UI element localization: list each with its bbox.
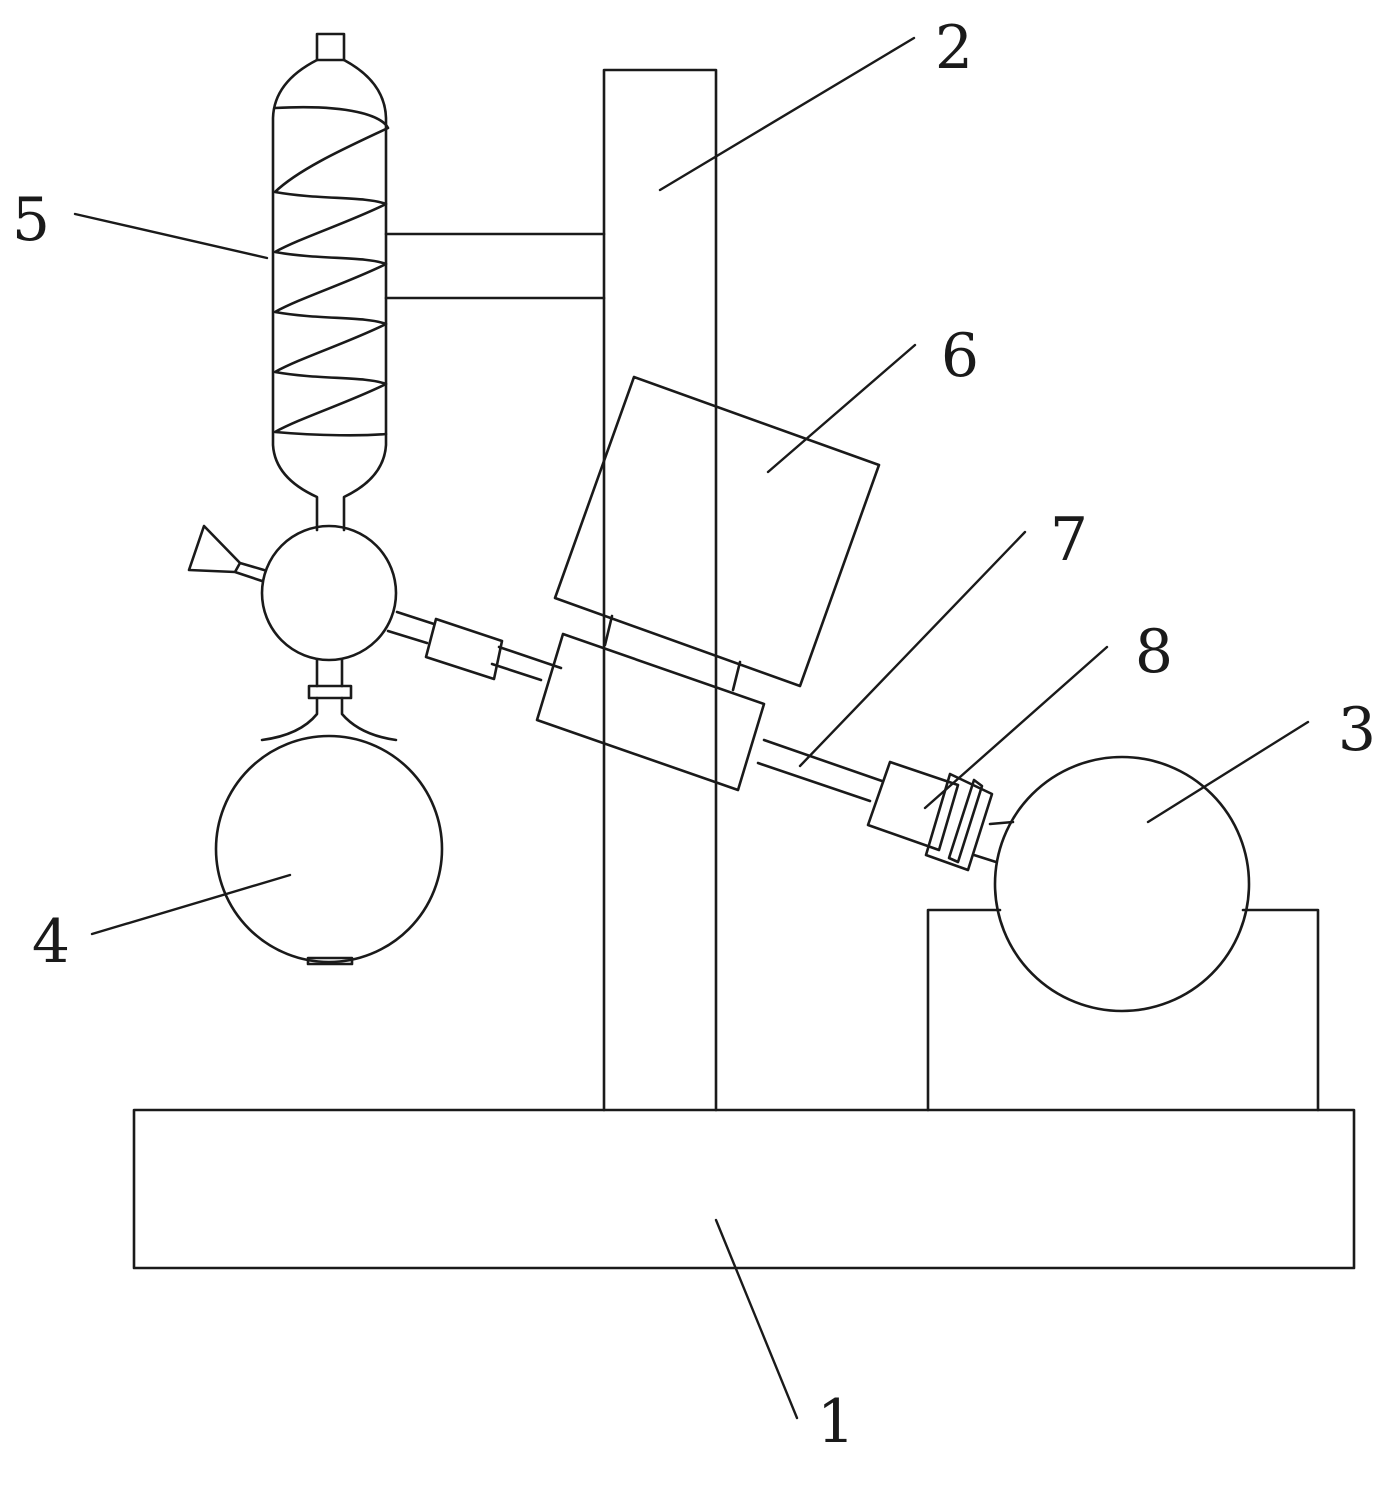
- joint-ring-inner: [949, 780, 982, 862]
- rotary-flask: [995, 757, 1249, 1011]
- label-8: 8: [1135, 617, 1173, 687]
- leader-line-3: [1148, 722, 1308, 822]
- label-7: 7: [1050, 505, 1088, 575]
- label-4: 4: [32, 907, 70, 977]
- leader-line-7: [800, 532, 1025, 766]
- leader-line-5: [75, 214, 267, 258]
- label-2: 2: [935, 13, 973, 83]
- neck-clamp: [309, 686, 351, 698]
- joint-clamp: [868, 762, 958, 850]
- label-6: 6: [941, 321, 979, 391]
- receiving-neck: [262, 660, 396, 740]
- leader-line-6: [768, 345, 915, 472]
- label-3: 3: [1338, 695, 1376, 765]
- condenser-arm: [386, 234, 604, 298]
- label-1: 1: [817, 1387, 855, 1457]
- leader-line-4: [92, 875, 290, 934]
- shaft-sleeve: [426, 619, 502, 679]
- condenser-coil: [275, 107, 388, 435]
- leader-line-1: [716, 1220, 797, 1418]
- drive-coupling: [537, 634, 764, 790]
- leader-line-2: [660, 38, 914, 190]
- label-5: 5: [12, 185, 50, 255]
- distribution-sphere: [262, 526, 396, 660]
- leader-line-8: [925, 647, 1107, 808]
- base-platform: [134, 1110, 1354, 1268]
- condenser-nozzle: [317, 34, 344, 60]
- condenser: [273, 60, 386, 530]
- receiving-flask: [216, 736, 442, 962]
- motor-bracket: [605, 616, 740, 690]
- support-column: [604, 70, 716, 1110]
- side-port: [189, 526, 264, 581]
